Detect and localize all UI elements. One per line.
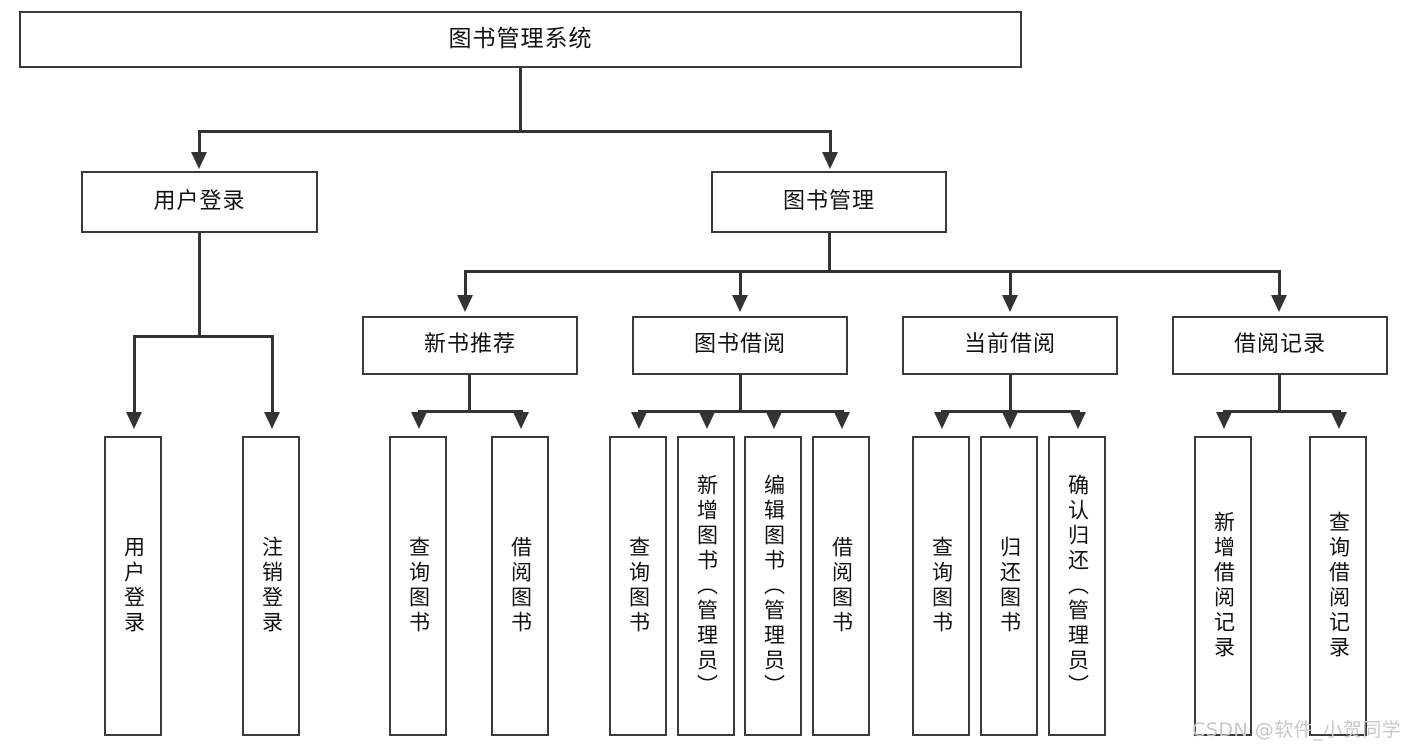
arrow-down-icon bbox=[411, 412, 427, 429]
connector-bookmgmt-stem bbox=[828, 233, 831, 270]
connector-bookmgmt-bus bbox=[464, 270, 1280, 273]
node-leaf-logout-login[interactable]: 注销登录 bbox=[242, 436, 300, 736]
csdn-watermark: CSDN @软件_小贺同学 bbox=[1192, 719, 1402, 741]
arrow-down-icon bbox=[631, 412, 647, 429]
node-leaf-edit-book[interactable]: 编辑图书（管理员） bbox=[744, 436, 802, 736]
arrow-down-icon bbox=[1002, 412, 1018, 429]
connector-bookmgmt-drop-1 bbox=[464, 270, 467, 298]
node-label: 当前借阅 bbox=[963, 332, 1056, 358]
connector-bookborrow-stem bbox=[739, 375, 742, 410]
arrow-down-icon bbox=[1002, 295, 1018, 312]
node-label: 查询图书 bbox=[929, 536, 954, 636]
connector-borrowrecord-stem bbox=[1278, 375, 1281, 410]
node-new-book-recommend[interactable]: 新书推荐 bbox=[362, 316, 578, 375]
node-label: 借阅记录 bbox=[1233, 332, 1326, 358]
node-book-management[interactable]: 图书管理 bbox=[711, 171, 947, 233]
connector-userlogin-drop-2 bbox=[271, 335, 274, 415]
node-leaf-query-book-1[interactable]: 查询图书 bbox=[389, 436, 447, 736]
node-label: 用户登录 bbox=[153, 188, 246, 214]
connector-bookmgmt-drop-4 bbox=[1278, 270, 1281, 298]
node-label: 归还图书 bbox=[997, 536, 1022, 636]
node-leaf-query-book-3[interactable]: 查询图书 bbox=[912, 436, 970, 736]
connector-userlogin-bus bbox=[133, 335, 273, 338]
node-label: 编辑图书（管理员） bbox=[761, 473, 786, 699]
connector-root-bus bbox=[198, 130, 831, 133]
node-leaf-return-book[interactable]: 归还图书 bbox=[980, 436, 1038, 736]
node-label: 新增借阅记录 bbox=[1211, 511, 1236, 661]
arrow-down-icon bbox=[1271, 295, 1287, 312]
node-leaf-user-login[interactable]: 用户登录 bbox=[104, 436, 162, 736]
node-label: 图书管理系统 bbox=[448, 25, 593, 52]
connector-userlogin-drop-1 bbox=[133, 335, 136, 415]
arrow-down-icon bbox=[1331, 412, 1347, 429]
node-label: 图书借阅 bbox=[693, 332, 786, 358]
node-label: 借阅图书 bbox=[829, 536, 854, 636]
arrow-down-icon bbox=[1070, 412, 1086, 429]
node-borrow-record[interactable]: 借阅记录 bbox=[1172, 316, 1388, 375]
node-leaf-query-record[interactable]: 查询借阅记录 bbox=[1309, 436, 1367, 736]
node-leaf-confirm-return[interactable]: 确认归还（管理员） bbox=[1048, 436, 1106, 736]
node-label: 新书推荐 bbox=[423, 332, 516, 358]
connector-root-stem bbox=[519, 68, 522, 130]
node-current-borrow[interactable]: 当前借阅 bbox=[902, 316, 1118, 375]
connector-bookmgmt-drop-3 bbox=[1009, 270, 1012, 298]
connector-newbook-stem bbox=[468, 375, 471, 410]
node-leaf-borrow-book-1[interactable]: 借阅图书 bbox=[491, 436, 549, 736]
arrow-down-icon bbox=[513, 412, 529, 429]
arrow-down-icon bbox=[834, 412, 850, 429]
node-label: 注销登录 bbox=[259, 536, 284, 636]
connector-root-drop-2 bbox=[829, 130, 832, 156]
connector-newbook-bus bbox=[418, 410, 522, 413]
node-label: 确认归还（管理员） bbox=[1065, 473, 1090, 699]
connector-bookmgmt-drop-2 bbox=[739, 270, 742, 298]
arrow-down-icon bbox=[1216, 412, 1232, 429]
connector-borrowrecord-bus bbox=[1223, 410, 1340, 413]
arrow-down-icon bbox=[457, 295, 473, 312]
arrow-down-icon bbox=[732, 295, 748, 312]
node-label: 查询图书 bbox=[406, 536, 431, 636]
node-label: 图书管理 bbox=[782, 188, 875, 214]
node-label: 新增图书（管理员） bbox=[694, 473, 719, 699]
arrow-down-icon bbox=[264, 412, 280, 429]
node-leaf-query-book-2[interactable]: 查询图书 bbox=[609, 436, 667, 736]
connector-bookborrow-bus bbox=[638, 410, 843, 413]
connector-userlogin-stem bbox=[198, 233, 201, 335]
node-label: 用户登录 bbox=[121, 536, 146, 636]
arrow-down-icon bbox=[191, 152, 207, 169]
node-leaf-add-book[interactable]: 新增图书（管理员） bbox=[677, 436, 735, 736]
node-label: 查询图书 bbox=[626, 536, 651, 636]
node-label: 借阅图书 bbox=[508, 536, 533, 636]
node-label: 查询借阅记录 bbox=[1326, 511, 1351, 661]
node-leaf-add-record[interactable]: 新增借阅记录 bbox=[1194, 436, 1252, 736]
connector-currentborrow-stem bbox=[1009, 375, 1012, 410]
node-book-borrow[interactable]: 图书借阅 bbox=[632, 316, 848, 375]
arrow-down-icon bbox=[766, 412, 782, 429]
arrow-down-icon bbox=[699, 412, 715, 429]
arrow-down-icon bbox=[126, 412, 142, 429]
node-system-root[interactable]: 图书管理系统 bbox=[19, 11, 1022, 68]
arrow-down-icon bbox=[822, 152, 838, 169]
node-leaf-borrow-book-2[interactable]: 借阅图书 bbox=[812, 436, 870, 736]
node-user-login[interactable]: 用户登录 bbox=[81, 171, 318, 233]
arrow-down-icon bbox=[934, 412, 950, 429]
connector-root-drop-1 bbox=[198, 130, 201, 156]
